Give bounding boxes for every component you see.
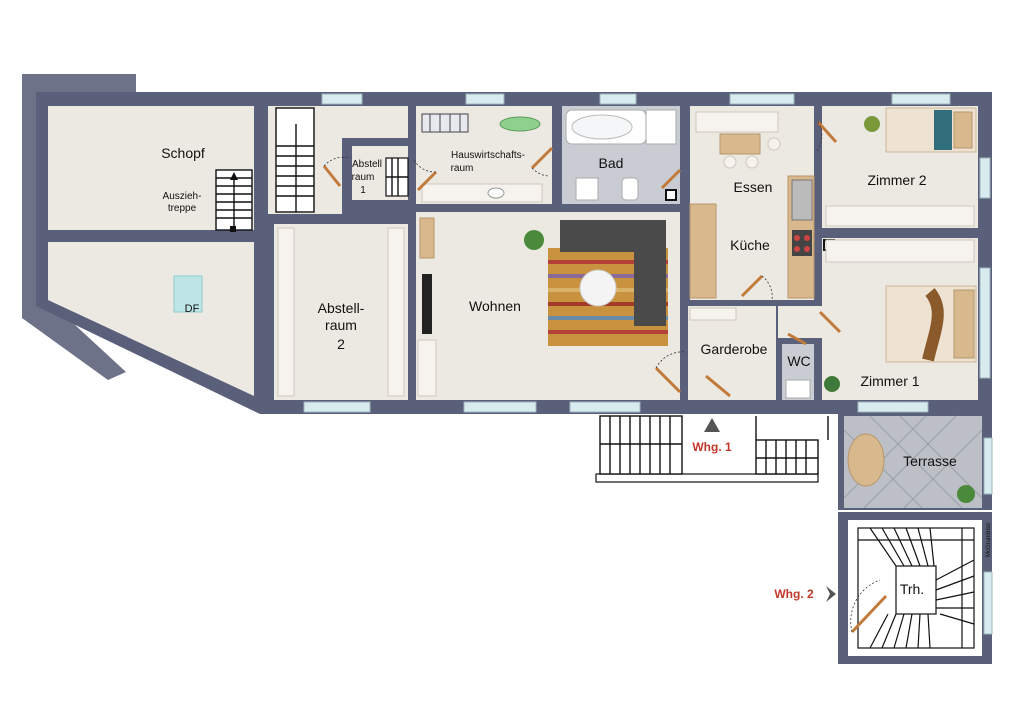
abstellraum1-stair <box>385 157 409 197</box>
garderobe-furniture <box>689 307 811 399</box>
label-hauswirtschaft-l2: raum <box>451 163 474 174</box>
label-hauswirtschaft-l1: Hauswirtschafts- <box>451 150 525 161</box>
label-zimmer1: Zimmer 1 <box>860 373 919 389</box>
hwr-furniture <box>421 113 543 203</box>
bad-fixtures <box>565 109 677 201</box>
label-kueche: Küche <box>730 237 770 253</box>
df-skylight <box>173 275 203 313</box>
label-schopf: Schopf <box>161 145 205 161</box>
label-zimmer2: Zimmer 2 <box>867 172 926 188</box>
label-wohnen: Wohnen <box>469 298 521 314</box>
kitchen-furniture <box>689 111 835 299</box>
label-trh: Trh. <box>900 581 924 597</box>
label-garderobe: Garderobe <box>701 341 768 357</box>
label-abstellraum1-l1: Abstell <box>352 159 382 170</box>
watermark: McGrundriss <box>986 523 992 557</box>
label-essen: Essen <box>734 179 773 195</box>
label-ausziehtreppe-1: Auszieh- <box>163 191 202 202</box>
zimmer2-furniture <box>825 107 977 227</box>
label-df: DF <box>185 303 200 315</box>
terrasse <box>838 414 993 510</box>
windows <box>303 93 991 413</box>
entrance-arrow-whg2-icon <box>826 586 836 602</box>
label-abstellraum2-l2: raum <box>325 317 357 333</box>
entrance-stairs-whg1 <box>595 415 829 483</box>
label-abstellraum1-l3: 1 <box>360 185 366 196</box>
label-whg2: Whg. 2 <box>774 587 814 601</box>
ausziehtreppe-stair <box>215 169 253 232</box>
treppenhaus <box>826 512 993 664</box>
label-abstellraum2-l3: 2 <box>337 336 345 352</box>
hall-stair <box>275 107 315 213</box>
label-ausziehtreppe-2: treppe <box>168 203 197 214</box>
zimmer1-furniture <box>824 239 977 392</box>
doors <box>322 120 842 398</box>
entrance-arrow-whg1-icon <box>704 418 720 432</box>
label-whg1: Whg. 1 <box>692 440 732 454</box>
label-bad: Bad <box>599 155 624 171</box>
label-abstellraum2-l1: Abstell- <box>318 300 365 316</box>
label-abstellraum1-l2: raum <box>352 172 375 183</box>
label-terrasse: Terrasse <box>903 453 957 469</box>
label-wc: WC <box>787 353 810 369</box>
interior-walls <box>48 138 978 344</box>
wohnen-furniture <box>277 217 668 397</box>
